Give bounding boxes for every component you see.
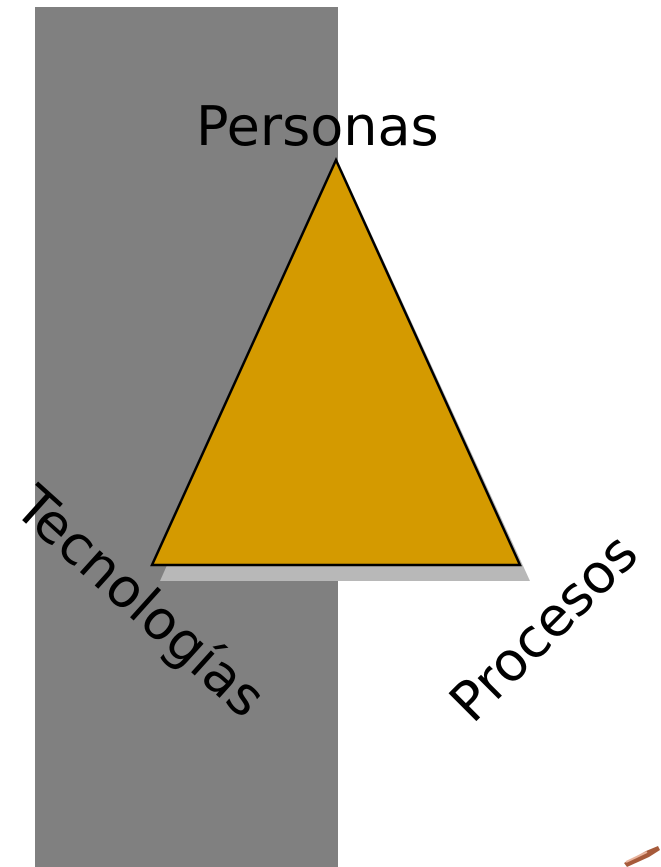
pen-icon [624, 846, 660, 867]
triangle [150, 156, 522, 567]
label-personas: Personas [196, 95, 439, 158]
